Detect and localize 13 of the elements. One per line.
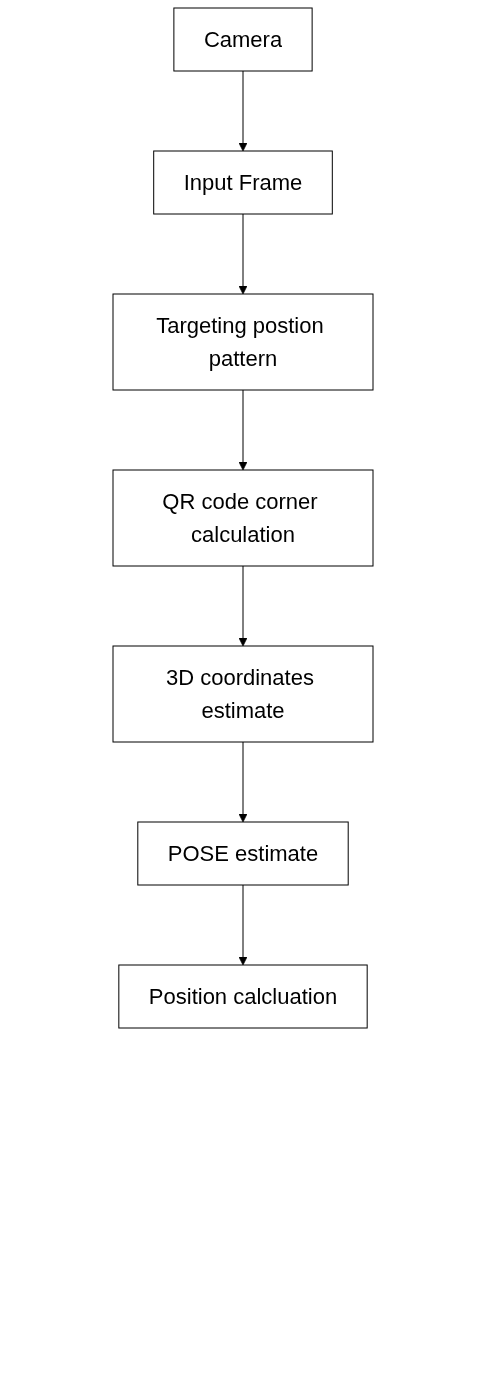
arrow — [238, 884, 248, 966]
arrow — [238, 741, 248, 823]
arrow — [238, 565, 248, 647]
node-box: QR code corner calculation — [112, 469, 374, 567]
node-box: Input Frame — [153, 150, 333, 215]
node-box: Targeting postion pattern — [112, 293, 374, 391]
arrow — [238, 389, 248, 471]
node-box: POSE estimate — [137, 821, 349, 886]
node-box: Position calcluation — [118, 964, 368, 1029]
arrow — [238, 70, 248, 152]
node-box: Camera — [173, 7, 313, 72]
arrow — [238, 213, 248, 295]
node-box: 3D coordinates estimate — [112, 645, 374, 743]
